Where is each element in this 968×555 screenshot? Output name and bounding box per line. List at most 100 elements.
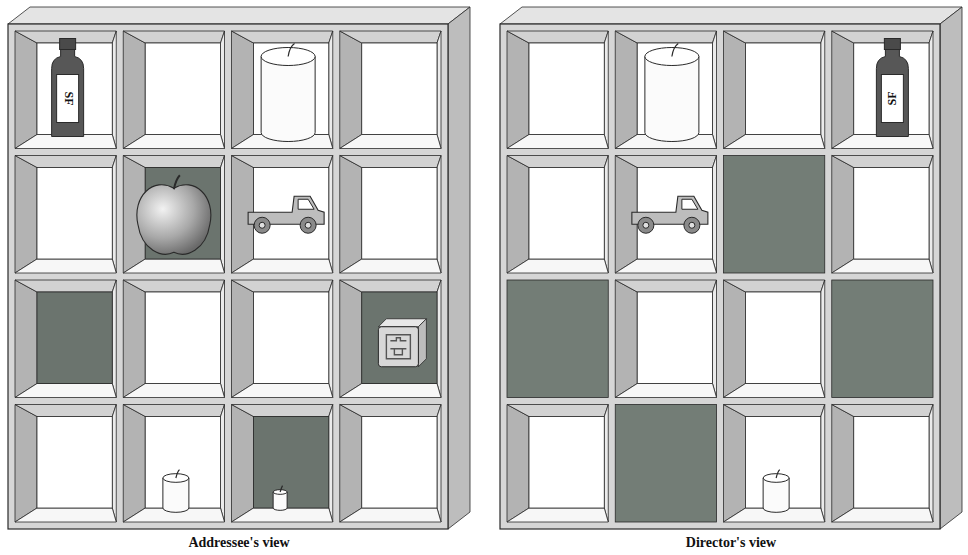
- cell-left-wall: [123, 405, 145, 523]
- shelf-frame: [8, 24, 448, 529]
- cell-ceiling: [340, 405, 441, 417]
- cell-left-wall: [232, 405, 254, 523]
- cell-back: [145, 292, 220, 384]
- cell-right-wall: [329, 31, 333, 149]
- cell-left-wall: [832, 156, 854, 274]
- cell-left-wall: [832, 31, 854, 149]
- cell-back: [362, 43, 437, 135]
- cell-left-wall: [507, 405, 529, 523]
- cell-back: [37, 292, 112, 384]
- cell-ceiling: [507, 31, 608, 43]
- view-caption: Director's view: [686, 535, 776, 551]
- cell-ceiling: [507, 156, 608, 168]
- blocked-cell: [507, 280, 608, 398]
- cell-left-wall: [232, 31, 254, 149]
- cell-ceiling: [340, 156, 441, 168]
- bottle: [876, 39, 908, 137]
- shelf-side: [448, 7, 470, 529]
- cell-ceiling: [615, 156, 716, 168]
- cell-floor: [507, 508, 608, 522]
- cell-right-wall: [437, 156, 441, 274]
- cell-left-wall: [123, 280, 145, 398]
- cell-left-wall: [15, 31, 37, 149]
- candle: [645, 44, 699, 142]
- cell-left-wall: [15, 156, 37, 274]
- cell-left-wall: [123, 31, 145, 149]
- cell-right-wall: [112, 280, 116, 398]
- cell-back: [362, 417, 437, 509]
- cell-back: [37, 168, 112, 260]
- cell-ceiling: [507, 405, 608, 417]
- toy-truck: [248, 196, 324, 233]
- cell-floor: [123, 259, 224, 273]
- cell-back: [529, 168, 604, 260]
- cell-back: [362, 168, 437, 260]
- cell-right-wall: [929, 31, 933, 149]
- cell-left-wall: [340, 31, 362, 149]
- cell-ceiling: [232, 156, 333, 168]
- cell-right-wall: [821, 280, 825, 398]
- cell-right-wall: [112, 405, 116, 523]
- cell-back: [854, 168, 929, 260]
- bottle-label: SF: [885, 91, 900, 105]
- shelf-top: [8, 7, 470, 24]
- cell-left-wall: [724, 31, 746, 149]
- cell-right-wall: [112, 156, 116, 274]
- shelf-top: [500, 7, 962, 24]
- cell-floor: [340, 135, 441, 149]
- cell-left-wall: [615, 280, 637, 398]
- cell-right-wall: [221, 31, 225, 149]
- cell-ceiling: [123, 405, 224, 417]
- cell-right-wall: [112, 31, 116, 149]
- cell-left-wall: [232, 280, 254, 398]
- cell-floor: [123, 384, 224, 398]
- cell-left-wall: [832, 405, 854, 523]
- cell-back: [145, 43, 220, 135]
- cell-floor: [724, 384, 825, 398]
- cell-floor: [232, 384, 333, 398]
- blocked-cell: [724, 156, 825, 274]
- toy-truck: [632, 196, 708, 233]
- cell-ceiling: [340, 31, 441, 43]
- cell-left-wall: [340, 405, 362, 523]
- cell-right-wall: [821, 31, 825, 149]
- cell-right-wall: [437, 280, 441, 398]
- cell-right-wall: [329, 280, 333, 398]
- cell-ceiling: [123, 156, 224, 168]
- cell-back: [254, 292, 329, 384]
- cell-ceiling: [832, 405, 933, 417]
- cell-left-wall: [15, 405, 37, 523]
- cell-ceiling: [724, 280, 825, 292]
- cell-left-wall: [340, 156, 362, 274]
- cell-ceiling: [832, 31, 933, 43]
- cell-left-wall: [507, 156, 529, 274]
- cell-right-wall: [929, 156, 933, 274]
- bottle-label: SF: [60, 91, 75, 105]
- cell-right-wall: [221, 156, 225, 274]
- cell-ceiling: [15, 405, 116, 417]
- cell-floor: [15, 384, 116, 398]
- shelf-unit: [8, 7, 470, 529]
- cell-back: [637, 292, 712, 384]
- candle: [261, 44, 315, 142]
- cell-right-wall: [713, 31, 717, 149]
- cell-ceiling: [724, 31, 825, 43]
- cell-right-wall: [329, 405, 333, 523]
- cell-right-wall: [221, 405, 225, 523]
- cell-right-wall: [929, 405, 933, 523]
- cell-back: [854, 417, 929, 509]
- cell-right-wall: [713, 156, 717, 274]
- cell-right-wall: [221, 280, 225, 398]
- cell-ceiling: [15, 280, 116, 292]
- cell-left-wall: [724, 405, 746, 523]
- cell-right-wall: [437, 405, 441, 523]
- cell-back: [362, 292, 437, 384]
- cell-right-wall: [437, 31, 441, 149]
- cell-left-wall: [615, 31, 637, 149]
- cell-left-wall: [724, 280, 746, 398]
- cell-left-wall: [340, 280, 362, 398]
- cell-ceiling: [123, 31, 224, 43]
- cell-ceiling: [724, 405, 825, 417]
- cell-back: [746, 292, 821, 384]
